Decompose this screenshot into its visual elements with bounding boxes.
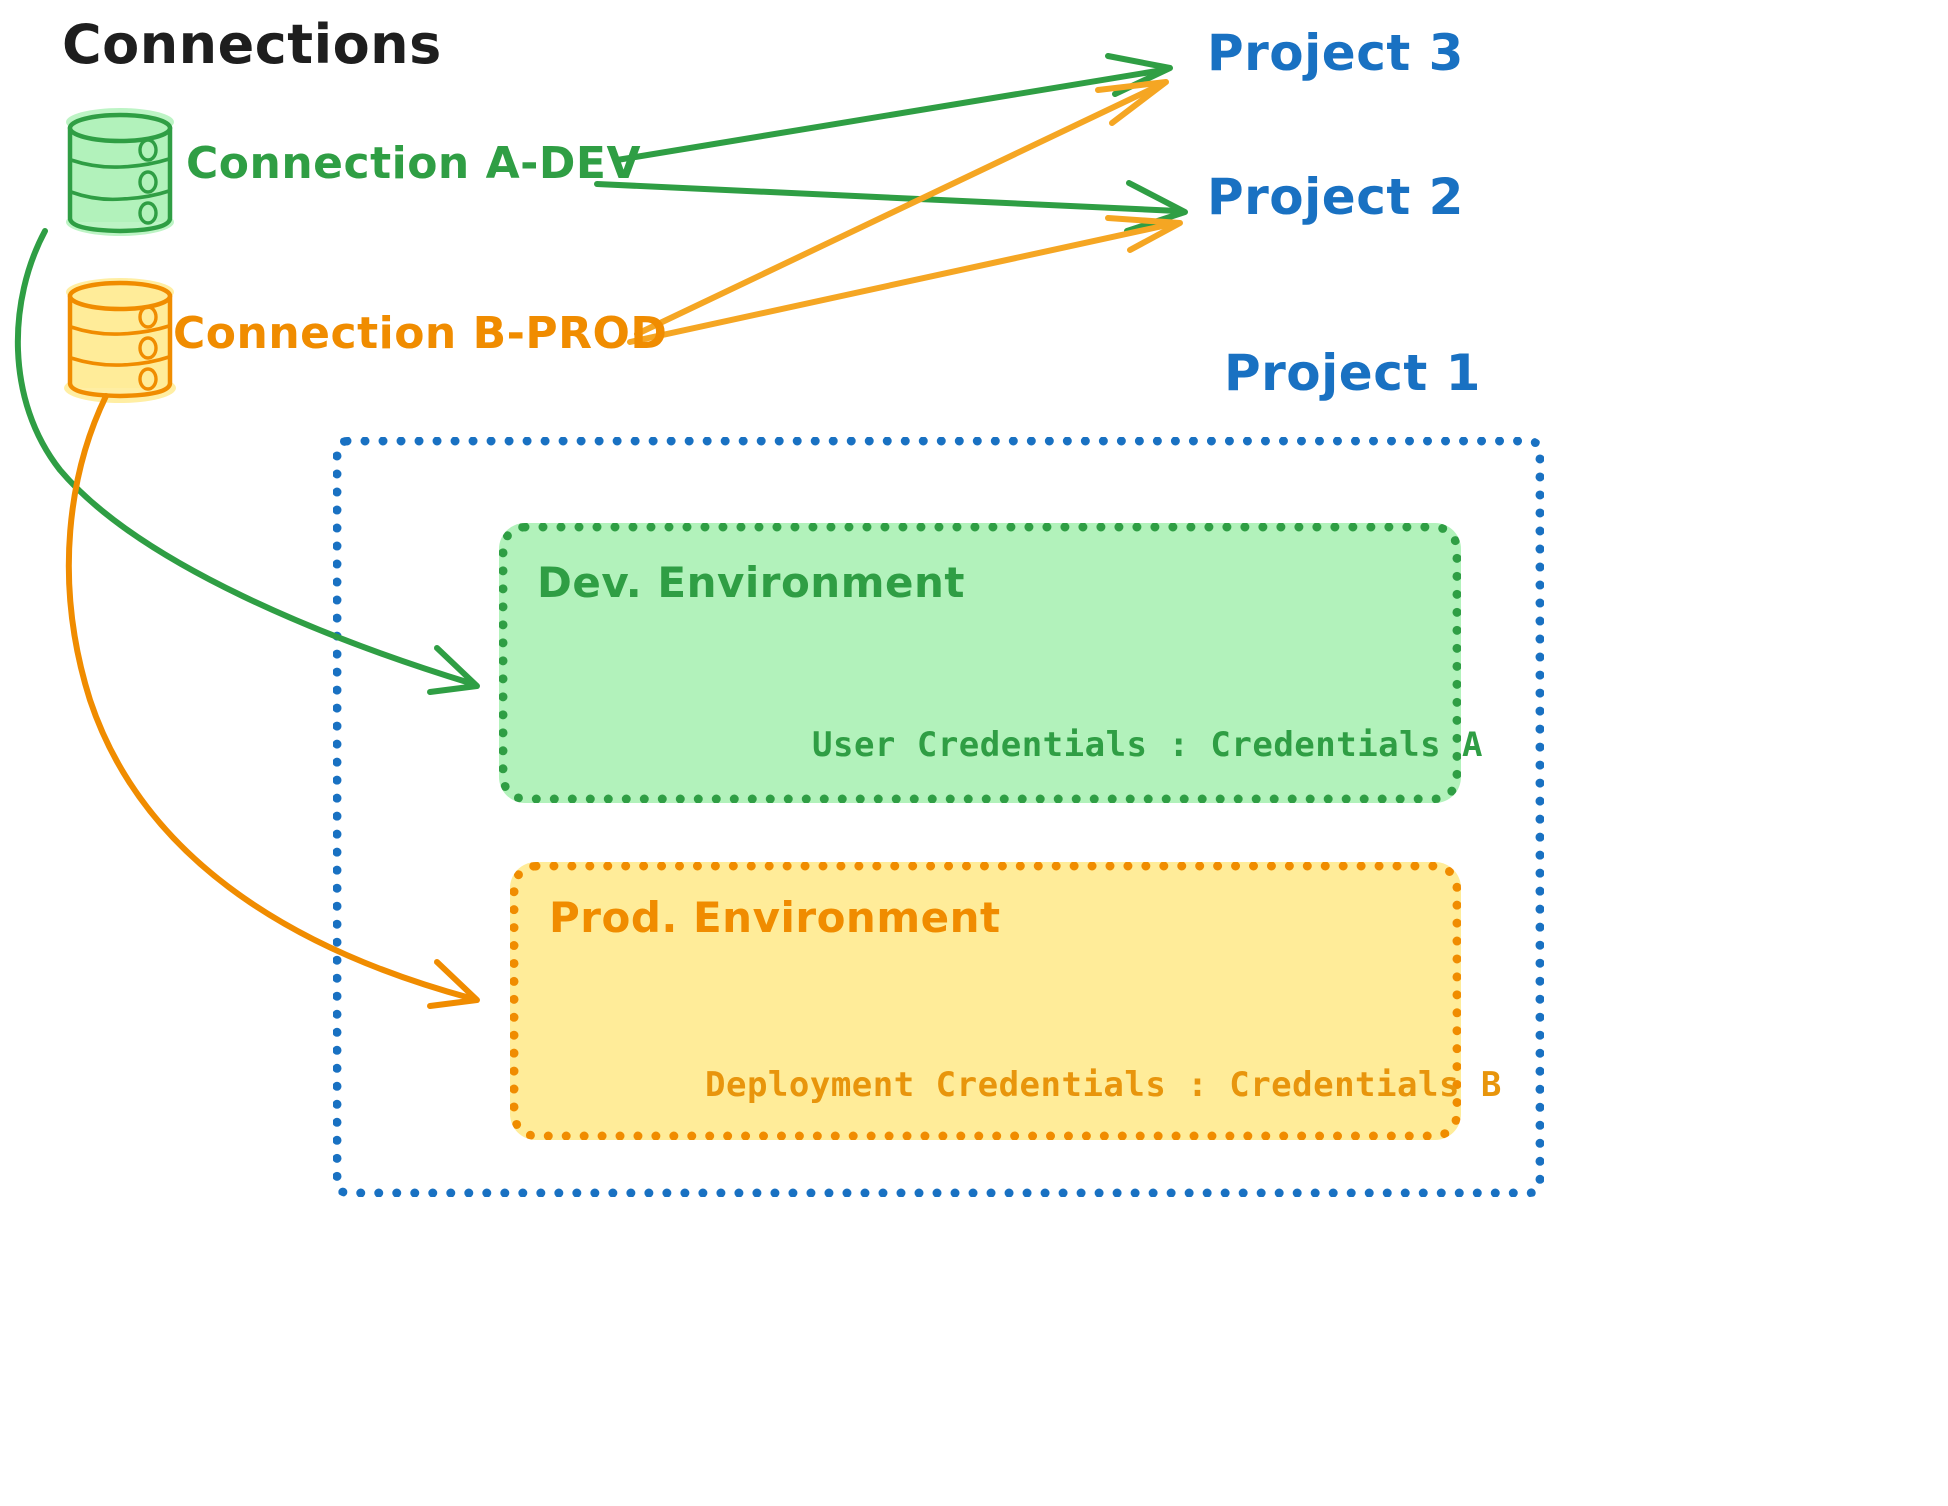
project-1-boundary-box — [333, 437, 1544, 1197]
database-icon-connection-b[interactable] — [64, 278, 176, 403]
edge-conn-a-to-project-3 — [614, 53, 1173, 163]
prod-environment-box[interactable] — [510, 862, 1461, 1140]
edge-conn-b-to-project-3 — [634, 79, 1169, 337]
project-2-label[interactable]: Project 2 — [1207, 168, 1464, 226]
edge-conn-b-to-project-2 — [627, 215, 1183, 345]
project-3-label[interactable]: Project 3 — [1207, 24, 1464, 82]
dev-environment-title: Dev. Environment — [537, 558, 965, 607]
page-title: Connections — [62, 13, 442, 76]
connection-a-label[interactable]: Connection A-DEV — [186, 138, 642, 189]
dev-environment-credentials: User Credentials : Credentials A — [812, 725, 1484, 765]
edge-conn-a-to-project-2 — [594, 180, 1188, 234]
prod-environment-credentials: Deployment Credentials : Credentials B — [705, 1065, 1502, 1105]
prod-environment-title: Prod. Environment — [549, 893, 1001, 942]
database-icon-connection-a[interactable] — [66, 108, 174, 236]
connection-b-label[interactable]: Connection B-PROD — [173, 308, 668, 359]
project-1-label[interactable]: Project 1 — [1224, 344, 1481, 402]
edge-conn-a-to-dev-environment — [14, 228, 480, 695]
edge-conn-b-to-prod-environment — [65, 393, 480, 1009]
dev-environment-box[interactable] — [499, 523, 1461, 803]
